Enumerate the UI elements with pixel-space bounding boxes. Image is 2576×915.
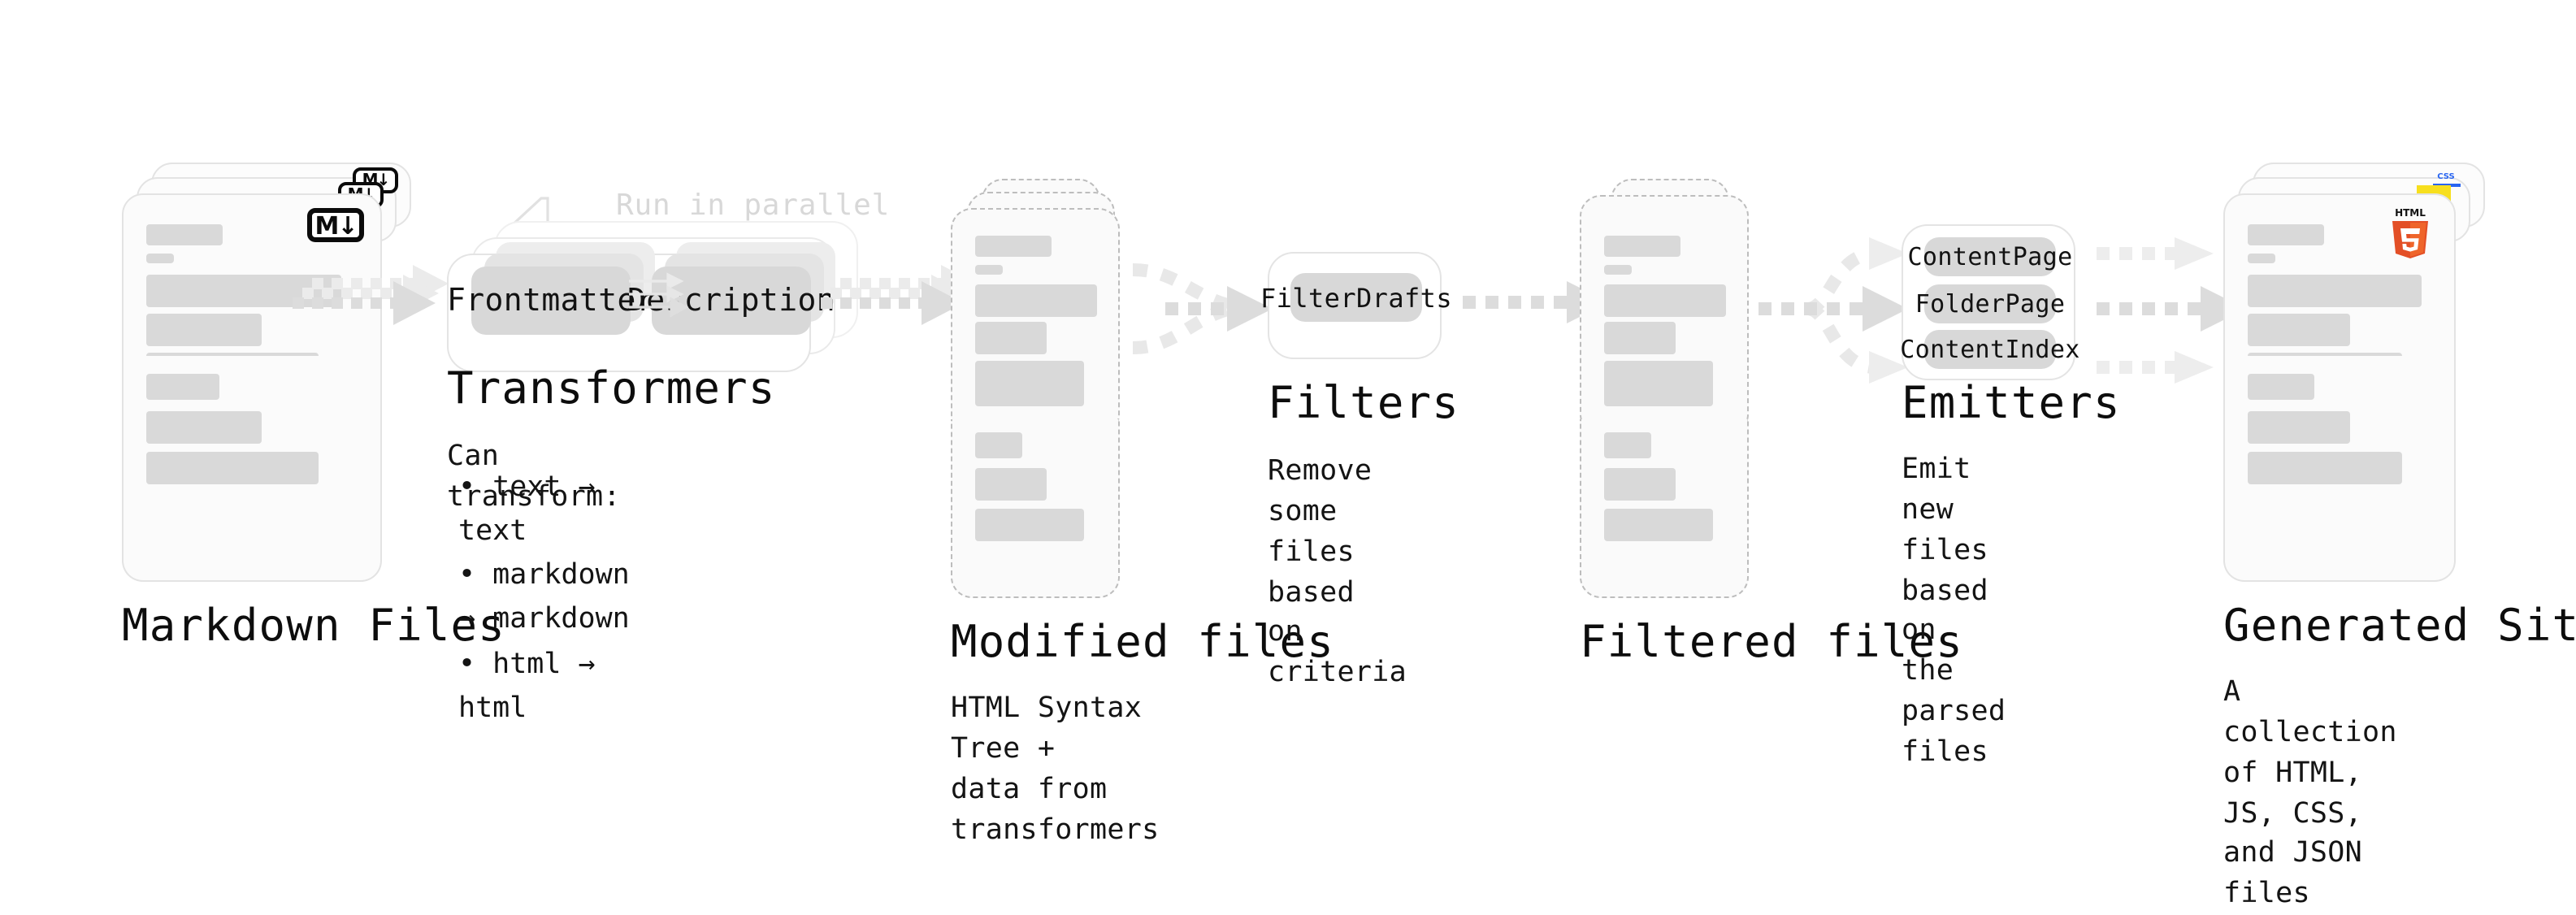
arrow-filtered-to-emitters (1759, 237, 1908, 384)
stage-title-site: Generated Site (2223, 601, 2576, 652)
filtered-file-card-front-lower (1580, 419, 1749, 598)
skeleton-bar (1604, 265, 1632, 275)
skeleton-bar (975, 509, 1084, 541)
skeleton-bar (146, 452, 319, 484)
list-item: • html → html (458, 648, 596, 725)
emitter-chip-contentindex[interactable]: ContentIndex (1900, 330, 2079, 369)
emitters-group: ContentPage FolderPage ContentIndex (1900, 224, 2079, 380)
list-item: • markdown → markdown (458, 559, 630, 636)
emitter-chip-folderpage[interactable]: FolderPage (1915, 284, 2065, 323)
stage-sub-emitters: Emit new files based on the parsed files (1902, 453, 2006, 769)
skeleton-bar (2248, 275, 2422, 307)
skeleton-bar (1604, 432, 1651, 458)
markdown-icon: M↓ (307, 208, 364, 242)
transformer-inner-arrows (629, 272, 689, 318)
skeleton-bar (2248, 411, 2350, 444)
skeleton-bar (975, 432, 1022, 458)
modified-file-card-front (951, 208, 1120, 436)
skeleton-bar (146, 254, 174, 263)
site-file-card-front-lower (2223, 356, 2456, 582)
stage-title-markdown: Markdown Files (122, 601, 505, 652)
skeleton-bar (975, 284, 1097, 317)
stage-sub-modified: HTML Syntax Tree + data from transformer… (951, 692, 1160, 847)
transformer-group: Frontmatter Description (447, 242, 835, 372)
markdown-file-card-front-lower (122, 356, 382, 582)
skeleton-bar (1604, 468, 1676, 501)
pipeline-diagram: M↓ M↓ M↓ Markdown Files (122, 163, 2576, 911)
transformer-bullet-list: • text → text • markdown → markdown • ht… (458, 466, 630, 731)
skeleton-bar (2248, 452, 2402, 484)
transformer-chip-description[interactable]: Description (627, 267, 835, 335)
skeleton-bar (975, 361, 1084, 406)
skeleton-bar (2248, 224, 2324, 245)
arrow-modified-to-filters (1132, 263, 1273, 354)
stage-title-transformers: Transformers (447, 364, 776, 414)
stage-sub-transformers: Can transform: (447, 440, 621, 514)
modified-file-card-front-lower (951, 419, 1120, 598)
skeleton-bar (1604, 361, 1713, 406)
skeleton-bar (2248, 374, 2314, 400)
skeleton-bar (1604, 284, 1726, 317)
filtered-file-card-front (1580, 195, 1749, 436)
skeleton-bar (2248, 254, 2275, 263)
filters-group: FilterDrafts (1260, 252, 1452, 359)
skeleton-bar (146, 411, 262, 444)
stage-title-filters: Filters (1268, 379, 1459, 429)
skeleton-bar (975, 322, 1047, 354)
filter-chip-filterdrafts[interactable]: FilterDrafts (1260, 273, 1452, 322)
svg-text:HTML: HTML (2395, 207, 2426, 219)
html5-icon: HTML (2392, 207, 2428, 258)
stage-title-filtered: Filtered files (1580, 618, 1963, 668)
skeleton-bar (146, 314, 262, 346)
skeleton-bar (975, 468, 1047, 501)
skeleton-bar (146, 224, 223, 245)
skeleton-bar (1604, 509, 1713, 541)
skeleton-bar (1604, 236, 1680, 257)
run-in-parallel-label: Run in parallel (616, 189, 891, 223)
stage-title-emitters: Emitters (1902, 379, 2121, 429)
stage-sub-filters: Remove some files based on criteria (1268, 455, 1407, 690)
css-icon: CSS (2431, 171, 2461, 187)
skeleton-bar (2248, 314, 2350, 346)
arrow-markdown-to-transformers (293, 265, 449, 325)
stage-title-modified: Modified files (951, 618, 1334, 668)
skeleton-bar (1604, 322, 1676, 354)
skeleton-bar (975, 236, 1052, 257)
list-item: • text → text (458, 471, 596, 549)
emitter-chip-contentpage[interactable]: ContentPage (1907, 237, 2072, 276)
skeleton-bar (975, 265, 1003, 275)
skeleton-bar (146, 374, 219, 400)
stage-sub-site: A collection of HTML, JS, CSS, and JSON … (2223, 676, 2397, 911)
transformer-chip-frontmatter[interactable]: Frontmatter (447, 267, 655, 335)
